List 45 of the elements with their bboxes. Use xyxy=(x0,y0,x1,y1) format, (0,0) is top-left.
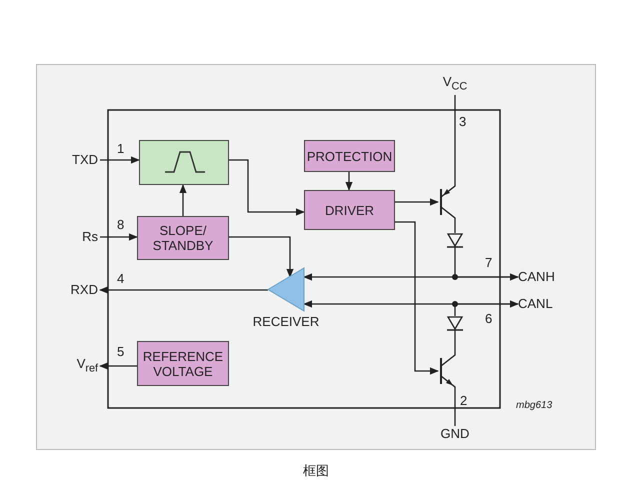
transistor-symbol xyxy=(438,183,458,221)
connector xyxy=(229,159,305,216)
filter-box xyxy=(139,140,229,185)
pin-number: 7 xyxy=(485,255,492,270)
connector xyxy=(454,95,456,183)
connector xyxy=(99,362,137,370)
connector xyxy=(100,233,138,241)
caption: 框图 xyxy=(302,462,330,480)
pin-label: V$_{CC}$ xyxy=(435,74,475,94)
pin-number: 2 xyxy=(460,393,468,408)
pin-number: 6 xyxy=(485,311,492,326)
connector xyxy=(229,236,294,278)
connector xyxy=(454,221,456,233)
connector xyxy=(454,390,456,426)
pin-number: 3 xyxy=(459,114,466,129)
pin-label: Rs xyxy=(60,229,98,245)
figure-code: mbg613 xyxy=(516,400,552,411)
pin-number: 4 xyxy=(117,271,124,286)
connector xyxy=(303,273,519,281)
pin-label: V$_{ref}$ xyxy=(60,356,98,376)
connector xyxy=(99,286,268,294)
connector xyxy=(345,172,353,191)
pin-number: 5 xyxy=(117,344,124,359)
connector xyxy=(395,198,439,206)
block-box: SLOPE/ STANDBY xyxy=(137,216,229,260)
connector xyxy=(100,156,140,164)
transistor-symbol xyxy=(438,352,458,390)
pin-label: GND xyxy=(435,426,475,442)
connector xyxy=(179,184,187,216)
block-box: DRIVER xyxy=(304,190,395,230)
pin-label: TXD xyxy=(60,152,98,168)
pin-number: 1 xyxy=(117,141,124,156)
diode-symbol xyxy=(447,316,463,332)
pin-label: RXD xyxy=(56,282,98,298)
pin-number: 8 xyxy=(117,217,124,232)
diode-symbol xyxy=(447,233,463,249)
pin-label: CANH xyxy=(518,269,568,285)
block-box: REFERENCE VOLTAGE xyxy=(137,341,229,386)
connector xyxy=(454,303,518,316)
pin-label: CANL xyxy=(518,296,568,312)
connector xyxy=(454,332,456,352)
connector xyxy=(395,221,439,375)
block-label: RECEIVER xyxy=(252,314,320,329)
block-box: PROTECTION xyxy=(304,140,395,172)
connector xyxy=(303,300,519,308)
